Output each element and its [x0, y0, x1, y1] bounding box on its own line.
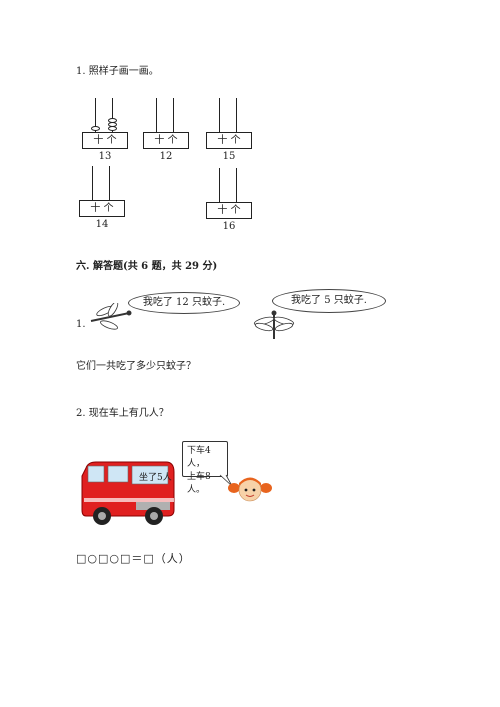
abacus-13: 十 个 13: [82, 98, 128, 162]
section-heading: 六. 解答题(共 6 题，共 29 分): [76, 261, 218, 272]
question-2-title: 2. 现在车上有几人？: [76, 408, 169, 419]
speech-line: 下车4人，: [187, 446, 211, 469]
abacus-number: 16: [222, 221, 236, 232]
bubble-text: 我吃了 5 只蚊子.: [291, 295, 367, 306]
abacus-14[interactable]: 十 个 14: [79, 166, 125, 230]
dragonfly-left-icon: [90, 303, 132, 330]
mosquito-question: 它们一共吃了多少只蚊子？: [76, 361, 196, 372]
dragonfly-right-icon: [253, 310, 295, 339]
abacus-15[interactable]: 十 个 15: [206, 98, 252, 162]
abacus-number: 15: [222, 151, 236, 162]
problem-number: 1.: [76, 319, 86, 330]
bubble-text: 我吃了 12 只蚊子.: [142, 297, 226, 308]
red-bus-icon: [81, 461, 175, 525]
abacus-place-label: 十 个: [143, 132, 189, 149]
abacus-12[interactable]: 十 个 12: [143, 98, 189, 162]
girl-speech-box: 下车4人， 上车8人。: [182, 441, 228, 495]
abacus-place-label: 十 个: [206, 132, 252, 149]
bead: [91, 126, 100, 131]
abacus-rod-ones: [173, 98, 174, 132]
abacus-number: 13: [98, 151, 112, 162]
question-1-title: 1. 照样子画一画。: [76, 66, 159, 77]
abacus-16[interactable]: 十 个 16: [206, 168, 252, 232]
abacus-rod-ones: [109, 166, 110, 200]
abacus-rod-ones: [112, 98, 113, 132]
abacus-rod-tens: [156, 98, 157, 132]
speech-line: 上车8人。: [187, 472, 211, 495]
speech-bubble-left: 我吃了 12 只蚊子.: [128, 292, 240, 314]
abacus-rod-tens: [219, 98, 220, 132]
abacus-number: 12: [159, 151, 173, 162]
girl-face-icon: [228, 477, 272, 502]
abacus-number: 14: [95, 219, 109, 230]
abacus-place-label: 十 个: [82, 132, 128, 149]
abacus-place-label: 十 个: [79, 200, 125, 217]
abacus-rod-ones: [236, 168, 237, 202]
bead: [108, 126, 117, 131]
answer-template[interactable]: □○□○□＝□（人）: [76, 552, 191, 565]
speech-bubble-right: 我吃了 5 只蚊子.: [272, 289, 386, 313]
abacus-rod-tens: [219, 168, 220, 202]
abacus-place-label: 十 个: [206, 202, 252, 219]
abacus-rod-tens: [95, 98, 96, 132]
bus-sign: 坐了5人: [139, 473, 172, 483]
abacus-rod-ones: [236, 98, 237, 132]
abacus-rod-tens: [92, 166, 93, 200]
